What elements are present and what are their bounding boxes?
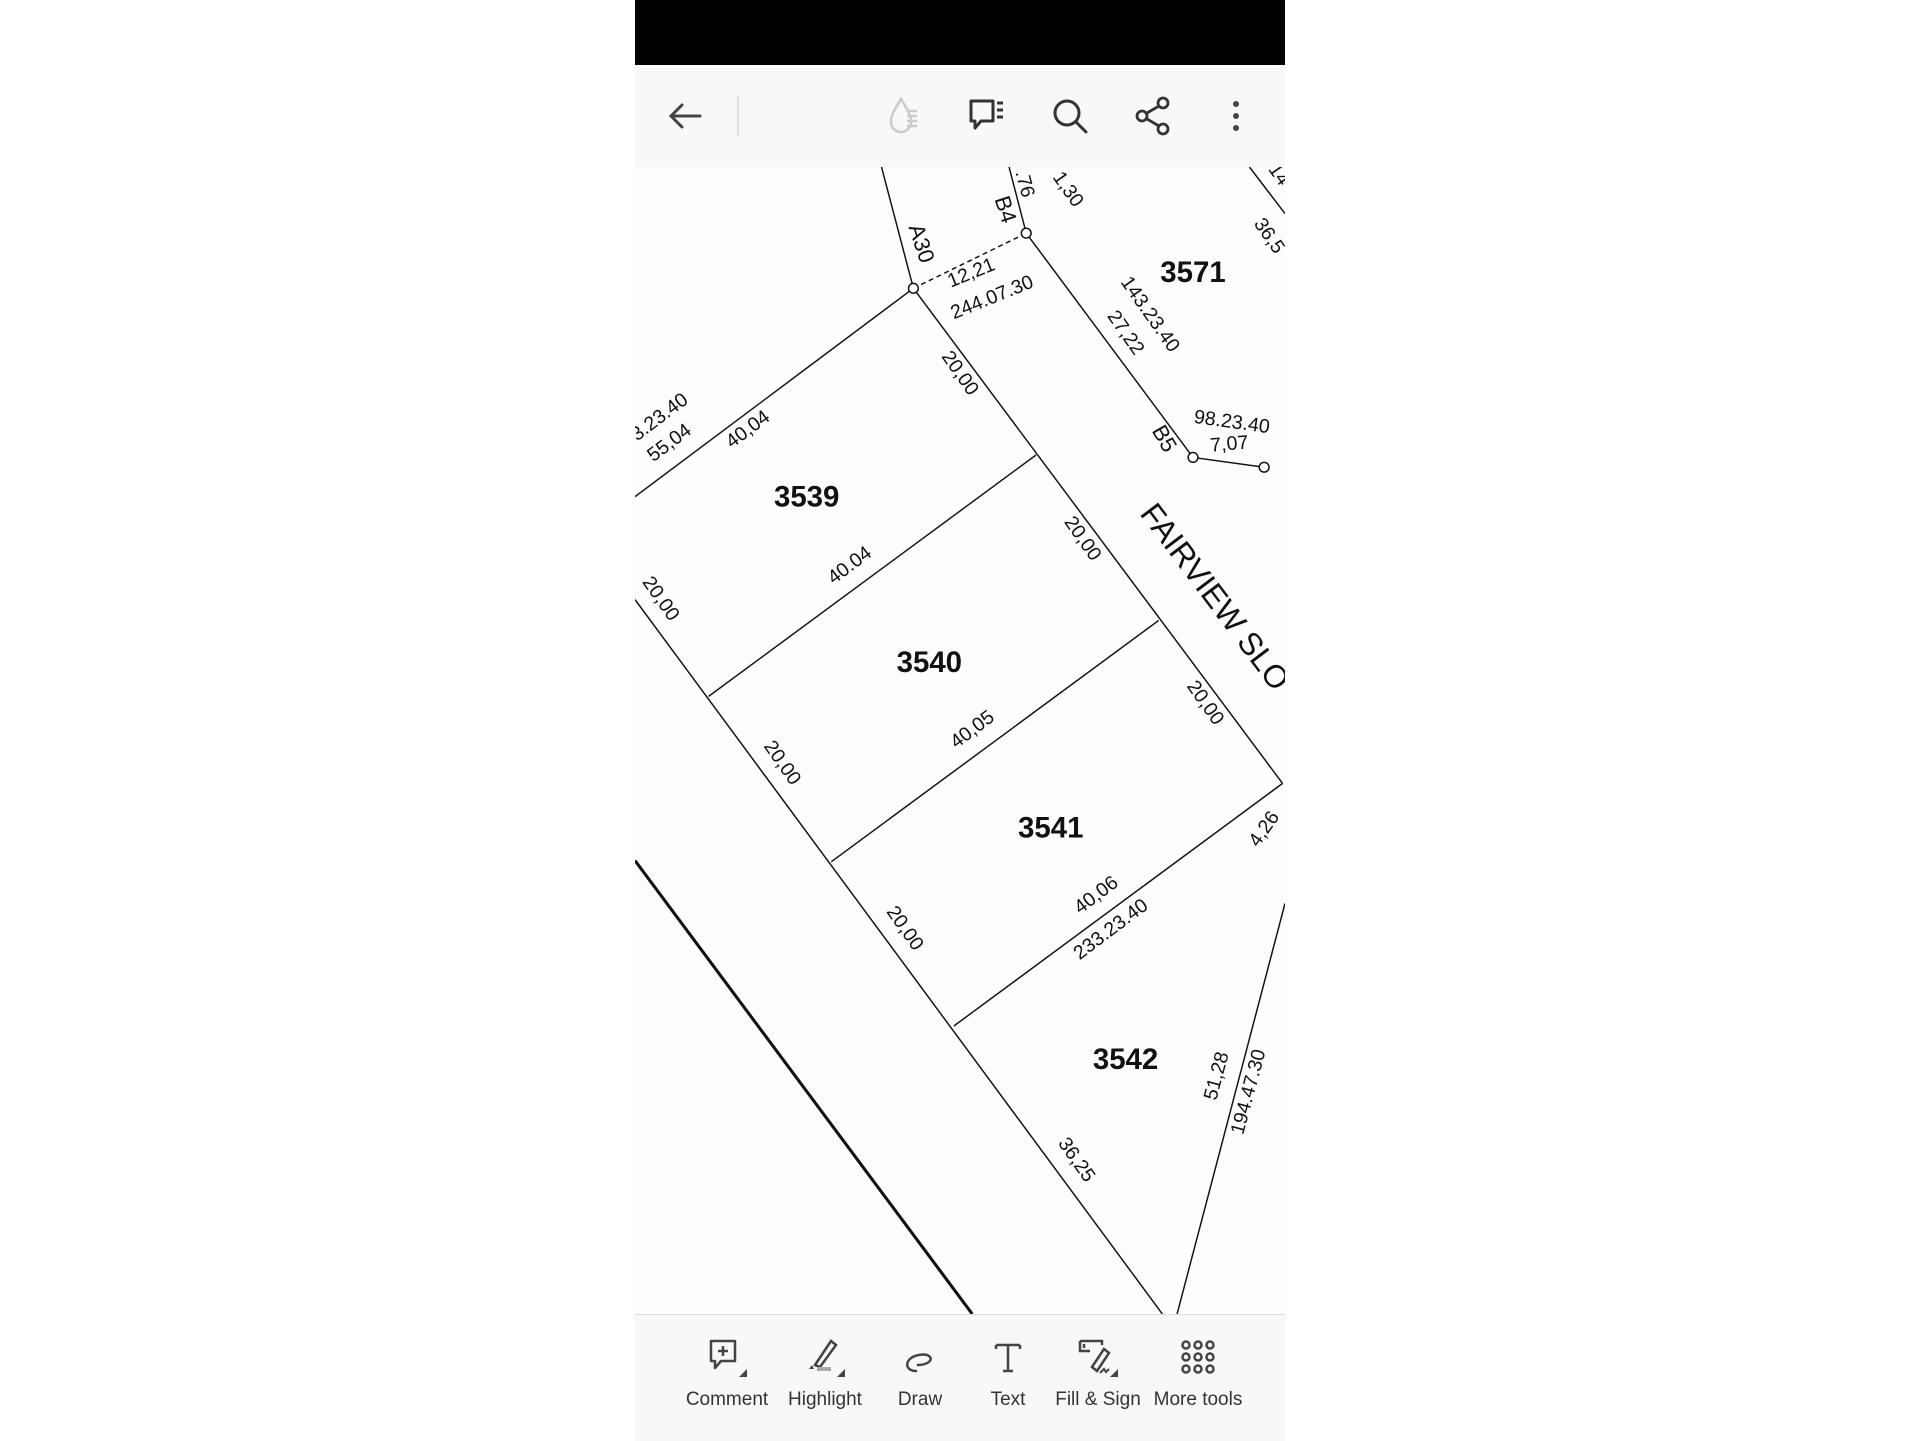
fill-sign-icon — [1078, 1339, 1118, 1377]
dimension-label: 36,25 — [1053, 1133, 1099, 1186]
fill-sign-tool-label: Fill & Sign — [1055, 1389, 1141, 1410]
liquid-mode-icon[interactable] — [881, 91, 931, 141]
dimension-label: 14 — [1264, 167, 1285, 190]
top-toolbar — [635, 65, 1285, 168]
dimension-label: 20,00 — [638, 572, 684, 625]
highlighter-icon — [809, 1339, 845, 1377]
more-tools-label: More tools — [1153, 1389, 1243, 1410]
comments-list-icon[interactable] — [963, 91, 1013, 141]
boundary-line — [635, 287, 914, 498]
more-vertical-icon[interactable] — [1211, 91, 1261, 141]
point-label: B5 — [1147, 420, 1182, 456]
comment-add-icon — [709, 1339, 747, 1377]
boundary-line — [880, 167, 915, 289]
survey-point — [1258, 461, 1270, 473]
text-icon — [994, 1343, 1022, 1373]
road-edge-line — [912, 287, 1284, 784]
dimension-label: 20,00 — [1060, 512, 1106, 565]
dimension-label: 4,26 — [1244, 807, 1284, 851]
share-icon[interactable] — [1128, 91, 1178, 141]
dimension-label: 7,07 — [1209, 431, 1249, 456]
survey-point — [1020, 227, 1032, 239]
back-arrow-icon[interactable] — [660, 91, 710, 141]
lot-divider — [830, 619, 1160, 863]
boundary-line — [913, 232, 1027, 289]
road-line — [635, 859, 974, 1314]
boundary-line — [1008, 167, 1027, 234]
search-icon[interactable] — [1045, 91, 1095, 141]
lot-number: 3539 — [774, 480, 839, 513]
bottom-toolbar: Comment Highlight Draw Text Fill & Sign … — [635, 1314, 1285, 1441]
lot-number: 3571 — [1160, 256, 1225, 289]
document-viewer[interactable]: 3539 3540 3541 3542 3571 FAIRVIEW SLO A3… — [635, 167, 1285, 1314]
draw-tool-label: Draw — [897, 1389, 943, 1410]
phone-screen: 3539 3540 3541 3542 3571 FAIRVIEW SLO A3… — [635, 0, 1285, 1441]
boundary-line — [1025, 232, 1194, 458]
lot-number: 3540 — [897, 646, 962, 679]
survey-point — [907, 282, 920, 294]
survey-point — [1187, 451, 1199, 464]
dimension-label: 20,00 — [882, 902, 928, 955]
draw-icon — [906, 1353, 932, 1373]
boundary-line — [1248, 167, 1285, 215]
dimension-label: 40.04 — [823, 542, 876, 589]
point-label: A30 — [904, 221, 940, 266]
lot-number: 3542 — [1093, 1043, 1158, 1076]
dimension-label: 20,00 — [1182, 676, 1228, 729]
dimension-label: 20,00 — [759, 736, 805, 789]
comment-tool-label: Comment — [685, 1389, 769, 1410]
lot-divider — [708, 454, 1037, 697]
street-name: FAIRVIEW SLO — [1133, 496, 1285, 697]
lot-divider — [953, 782, 1283, 1027]
comment-tool-button[interactable]: Comment — [677, 1335, 777, 1411]
draw-tool-button[interactable]: Draw — [870, 1335, 970, 1411]
lot-number: 3541 — [1018, 811, 1083, 844]
survey-plan: 3539 3540 3541 3542 3571 FAIRVIEW SLO A3… — [635, 167, 1285, 1314]
status-bar — [635, 0, 1285, 65]
dimension-label: 40,05 — [946, 706, 999, 753]
dimension-label: 51,28 — [1200, 1049, 1234, 1102]
boundary-line — [1176, 903, 1285, 1314]
grid-icon — [1181, 1340, 1215, 1374]
fill-sign-tool-button[interactable]: Fill & Sign — [1048, 1335, 1148, 1411]
boundary-line — [635, 599, 1163, 1314]
dimension-label: 36,5 — [1249, 214, 1285, 258]
text-tool-label: Text — [990, 1389, 1026, 1410]
dimension-label: 1,30 — [1048, 167, 1088, 211]
toolbar-divider — [737, 95, 739, 137]
dimension-label: 194.47.30 — [1227, 1047, 1271, 1137]
text-tool-button[interactable]: Text — [958, 1335, 1058, 1411]
highlight-tool-label: Highlight — [788, 1389, 862, 1410]
highlight-tool-button[interactable]: Highlight — [775, 1335, 875, 1411]
more-tools-button[interactable]: More tools — [1143, 1335, 1253, 1411]
boundary-line — [1192, 456, 1265, 468]
